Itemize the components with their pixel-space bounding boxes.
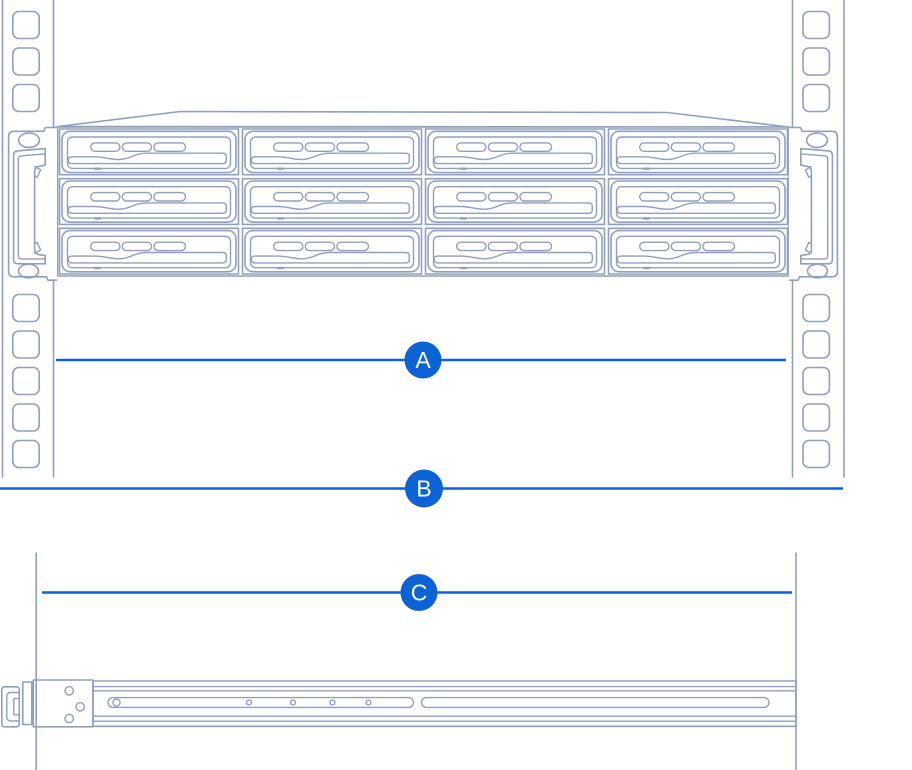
rail-slot-2 (420, 696, 770, 709)
rail-rivet (329, 699, 336, 706)
mount-hole (12, 47, 41, 76)
callout-b: B (0, 469, 843, 508)
mount-hole (12, 366, 41, 396)
rail-slot-1 (107, 696, 415, 709)
mount-hole (802, 83, 831, 113)
rail-rivet (112, 698, 121, 707)
callout-a-label: A (415, 347, 431, 373)
mount-hole (12, 83, 41, 113)
rack-depth-guides (35, 552, 797, 770)
mount-hole (12, 330, 41, 359)
rail-rivet (289, 699, 297, 706)
mount-hole (802, 439, 831, 469)
mount-hole (802, 403, 831, 432)
bracket-hole (64, 713, 75, 724)
callout-a: A (56, 341, 786, 379)
callout-b-label: B (416, 476, 431, 502)
bracket-plate (32, 679, 94, 728)
mount-hole (802, 10, 831, 40)
rail-rivet (365, 699, 372, 706)
rail-rivet (245, 699, 253, 706)
bracket-flange (21, 681, 33, 726)
callout-a-badge (404, 341, 442, 379)
rail-front-bracket (0, 679, 94, 728)
rackmount-nas-device (7, 110, 839, 282)
callout-c-badge (400, 574, 438, 611)
bracket-hole (64, 685, 75, 696)
mount-hole (802, 330, 831, 359)
mount-hole (12, 293, 41, 323)
bracket-latch-notch (13, 697, 20, 716)
callout-b-badge (405, 469, 443, 508)
mount-hole (12, 403, 41, 432)
rack-ear-left (7, 126, 58, 282)
slide-rail-assembly (0, 679, 797, 728)
mount-hole (802, 366, 831, 396)
chassis-top (57, 110, 790, 128)
rail-outer (92, 680, 797, 728)
bracket-hole (75, 701, 86, 712)
callout-c: C (42, 574, 792, 611)
mount-hole (802, 47, 831, 76)
mount-hole (12, 439, 41, 469)
mount-hole (802, 293, 831, 323)
rail-body (92, 680, 797, 728)
callout-c-label: C (411, 580, 428, 606)
bracket-latch-inner (6, 691, 20, 722)
rack-ear-right (788, 126, 839, 282)
bracket-latch (0, 685, 21, 728)
mount-hole (12, 10, 41, 40)
